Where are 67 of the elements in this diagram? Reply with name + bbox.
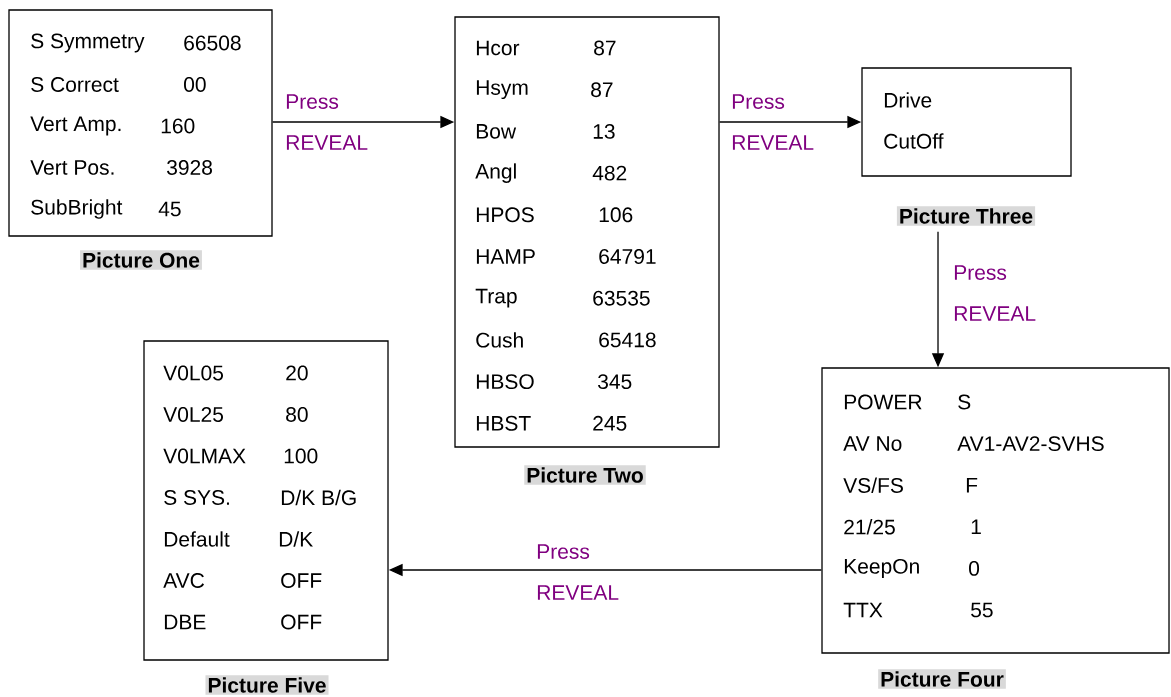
menu-item-label: V0LMAX (163, 448, 246, 464)
edge-label: Press REVEAL (286, 94, 368, 150)
menu-item-label: Drive (884, 92, 932, 108)
menu-item-value: 13 (593, 123, 615, 139)
menu-item-value: 87 (594, 40, 616, 56)
menu-item-label: Angl (475, 163, 516, 183)
menu-item-value: 345 (598, 374, 632, 390)
menu-item-label: V0L25 (163, 407, 224, 422)
menu-item-value: 100 (284, 448, 318, 464)
menu-item-value: 66508 (184, 35, 241, 51)
menu-item-value: 00 (184, 77, 206, 92)
menu-item-value: 3928 (167, 160, 212, 175)
picture-caption: Picture Five (205, 675, 329, 695)
menu-item-label: Hcor (476, 40, 520, 56)
menu-item-value: F (966, 478, 978, 493)
menu-item-label: AVC (163, 573, 205, 588)
menu-item-label: Vert Amp. (30, 116, 121, 136)
menu-item-value: S (958, 394, 971, 410)
menu-item-label: HPOS (476, 207, 534, 223)
menu-item-value: 245 (593, 415, 627, 431)
menu-item-label: Default (164, 531, 230, 547)
edge-label: Press REVEAL (537, 544, 619, 600)
menu-item-value: 106 (599, 207, 633, 223)
menu-item-label: S SYS. (164, 490, 229, 505)
menu-item-value: 55 (971, 602, 993, 618)
edge-label: Press REVEAL (732, 94, 814, 150)
menu-item-value: OFF (281, 614, 322, 630)
menu-item-value: 87 (591, 82, 613, 98)
menu-item-label: S Symmetry (31, 33, 145, 53)
menu-item-label: DBE (164, 614, 206, 630)
picture-caption: Picture Two (524, 465, 646, 485)
menu-item-label: HAMP (476, 249, 535, 264)
edge-label: Press REVEAL (954, 265, 1036, 321)
menu-item-label: Hsym (476, 80, 528, 100)
menu-item-label: AV No (843, 436, 902, 451)
menu-item-value: 0 (969, 560, 980, 576)
menu-item-label: HBSO (476, 374, 534, 390)
picture-caption: Picture Four (878, 669, 1006, 689)
menu-item-label: VS/FS (843, 477, 903, 493)
menu-item-label: 21/25 (844, 519, 895, 535)
menu-item-value: OFF (281, 573, 322, 588)
menu-item-label: TTX (843, 602, 883, 618)
menu-item-label: S Correct (31, 77, 119, 92)
menu-item-value: 482 (592, 165, 627, 181)
menu-item-label: Cush (476, 332, 523, 348)
menu-item-label: SubBright (31, 199, 123, 219)
menu-item-value: 45 (158, 201, 181, 217)
menu-item-label: POWER (844, 394, 922, 410)
menu-item-value: 1 (971, 519, 981, 535)
menu-item-label: Trap (475, 288, 517, 308)
picture-caption: Picture One (80, 250, 202, 270)
menu-item-value: 65418 (599, 332, 656, 348)
menu-item-label: Bow (476, 124, 517, 139)
menu-item-value: 20 (286, 365, 308, 381)
menu-item-value: 63535 (593, 290, 650, 306)
menu-item-value: D/K B/G (281, 489, 356, 506)
menu-item-label: HBST (476, 415, 531, 431)
menu-item-value: D/K (279, 531, 313, 547)
menu-item-label: V0L05 (163, 365, 224, 381)
menu-item-label: KeepOn (844, 558, 919, 578)
menu-item-label: Vert Pos. (30, 160, 114, 175)
menu-item-label: CutOff (884, 133, 944, 149)
menu-item-value: 80 (286, 407, 308, 422)
menu-item-value: 64791 (599, 249, 656, 264)
menu-item-value: AV1-AV2-SVHS (957, 436, 1104, 452)
picture-caption: Picture Three (896, 206, 1036, 226)
menu-item-value: 160 (161, 118, 195, 134)
